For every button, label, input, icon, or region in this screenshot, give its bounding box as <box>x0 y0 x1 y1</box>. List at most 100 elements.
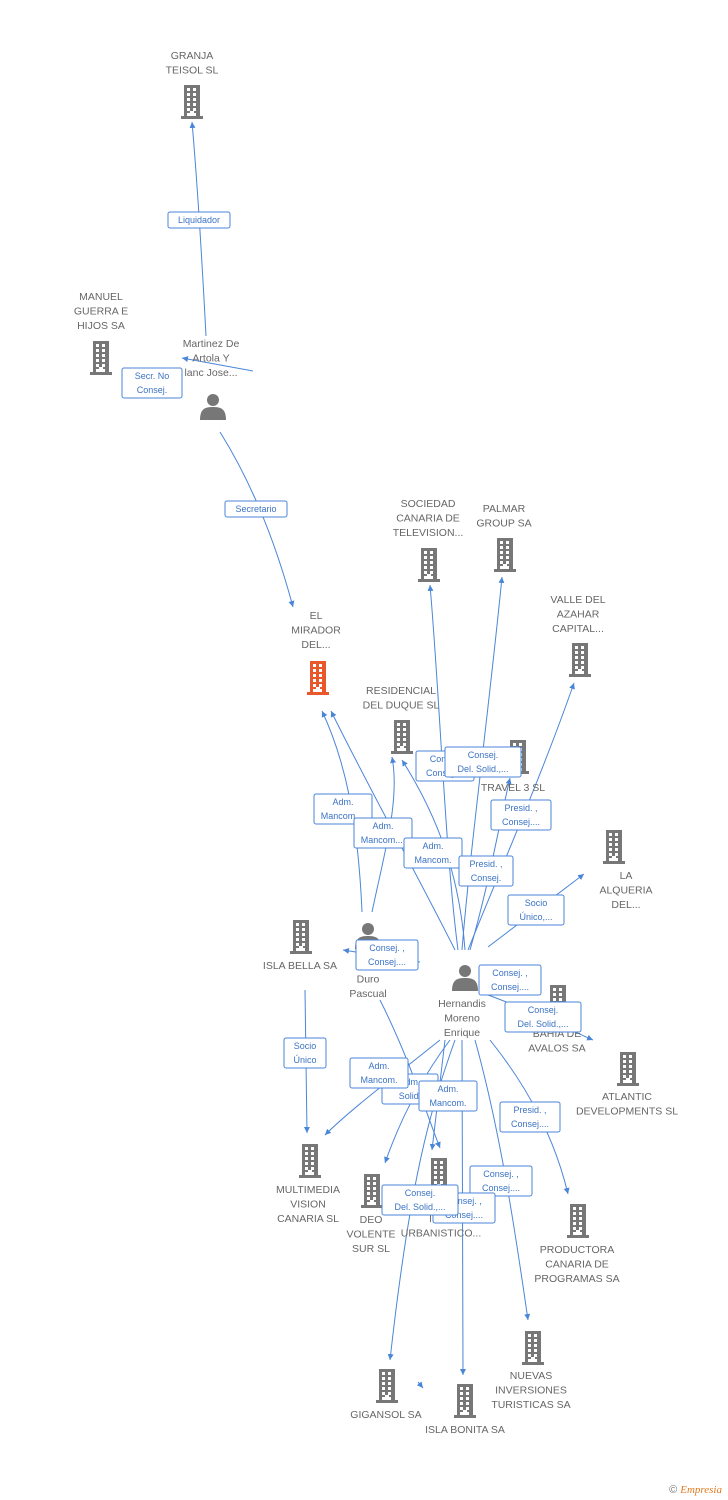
relation-r-adm-mancom-2[interactable]: Adm.Mancom.... <box>353 817 413 849</box>
relation-box[interactable] <box>355 939 419 971</box>
building-icon[interactable] <box>603 830 625 864</box>
relation-r-presid-valle[interactable]: Presid. ,Consej. <box>458 855 514 887</box>
node-label: TRAVEL 3 SL <box>481 782 545 794</box>
person-icon[interactable] <box>200 394 226 420</box>
building-icon[interactable] <box>494 538 516 572</box>
node-label: DEVELOPMENTS SL <box>576 1106 678 1118</box>
node-label: DEO <box>360 1214 383 1226</box>
relation-r-adm-mancom-5[interactable]: Adm.Mancom. <box>418 1080 478 1112</box>
building-icon[interactable] <box>290 920 312 954</box>
relation-r-presid-productora[interactable]: Presid. ,Consej.... <box>499 1101 561 1133</box>
relation-box[interactable] <box>490 799 552 831</box>
relation-label: Consej.... <box>511 1119 549 1129</box>
relation-box[interactable] <box>444 746 522 778</box>
building-icon[interactable] <box>90 341 112 375</box>
edge-line <box>219 431 295 608</box>
person-icon[interactable] <box>452 965 478 991</box>
relation-r-consej-del-gigansol[interactable]: Consej.Del. Solid.,... <box>381 1184 459 1216</box>
relation-box[interactable] <box>507 894 565 926</box>
node-label: TEISOL SL <box>166 65 219 77</box>
relation-box[interactable] <box>469 1165 533 1197</box>
node-label: VALLE DEL <box>550 594 605 606</box>
building-icon[interactable] <box>361 1174 383 1208</box>
node-label: AVALOS SA <box>528 1043 585 1055</box>
relation-label: Adm. <box>437 1084 458 1094</box>
node-valle[interactable]: VALLE DELAZAHARCAPITAL... <box>550 594 606 677</box>
relation-box[interactable] <box>283 1037 327 1069</box>
building-icon[interactable] <box>454 1384 476 1418</box>
node-label: Pascual <box>349 988 386 1000</box>
building-icon[interactable] <box>307 661 329 695</box>
node-palmar[interactable]: PALMAR GROUP SA <box>476 503 532 572</box>
node-mirador[interactable]: ELMIRADORDEL... <box>291 610 341 695</box>
node-label: CANARIA DE <box>545 1259 609 1271</box>
relation-box[interactable] <box>499 1101 561 1133</box>
node-label: PALMAR <box>483 503 526 515</box>
node-moduro[interactable]: MoDuroPascual <box>349 923 387 1000</box>
relation-r-adm-mancom-4[interactable]: Adm.Mancom. <box>349 1057 409 1089</box>
relation-r-adm-mancom-1[interactable]: Adm.Mancom.... <box>313 793 373 825</box>
relation-box[interactable] <box>121 367 183 399</box>
relation-box[interactable] <box>353 817 413 849</box>
relation-r-consej-del-bahia[interactable]: Consej.Del. Solid.,... <box>504 1001 582 1033</box>
relation-box[interactable] <box>458 855 514 887</box>
node-label: Duro <box>357 974 380 986</box>
node-islabella[interactable]: ISLA BELLA SA <box>263 920 337 972</box>
relation-box[interactable] <box>224 500 288 518</box>
relation-label: Adm. <box>372 821 393 831</box>
building-icon[interactable] <box>299 1144 321 1178</box>
relation-r-consej-inter[interactable]: Consej. ,Consej.... <box>469 1165 533 1197</box>
building-icon[interactable] <box>569 643 591 677</box>
relation-box[interactable] <box>313 793 373 825</box>
relation-label: Mancom. <box>414 855 451 865</box>
node-gigansol[interactable]: GIGANSOL SA <box>350 1369 422 1421</box>
node-atlantic[interactable]: ATLANTIC DEVELOPMENTS SL <box>576 1052 678 1118</box>
node-label: GROUP SA <box>476 518 531 530</box>
relation-r-consej-islabella[interactable]: Consej. ,Consej.... <box>355 939 419 971</box>
building-icon[interactable] <box>181 85 203 119</box>
relation-label: Socio <box>525 898 548 908</box>
brand-logo[interactable]: Empresia <box>680 1484 722 1496</box>
building-icon[interactable] <box>522 1331 544 1365</box>
node-label: PROGRAMAS SA <box>534 1273 619 1285</box>
relation-label: Único <box>293 1055 316 1065</box>
relation-box[interactable] <box>381 1184 459 1216</box>
relation-r-consej-bahia[interactable]: Consej. ,Consej.... <box>478 964 542 996</box>
node-islabonita[interactable]: ISLA BONITA SA <box>425 1384 505 1436</box>
relation-r-presid-travel[interactable]: Presid. ,Consej.... <box>490 799 552 831</box>
relation-box[interactable] <box>478 964 542 996</box>
relation-r-liquidador[interactable]: Liquidador <box>167 211 231 229</box>
relation-r-consej-del-travel[interactable]: Consej.Del. Solid.,... <box>444 746 522 778</box>
node-label: Moreno <box>444 1013 480 1025</box>
relation-box[interactable] <box>504 1001 582 1033</box>
building-icon[interactable] <box>376 1369 398 1403</box>
relation-box[interactable] <box>418 1080 478 1112</box>
relation-label: Consej.... <box>445 1210 483 1220</box>
relation-r-secretario[interactable]: Secretario <box>224 500 288 518</box>
relation-box[interactable] <box>167 211 231 229</box>
relation-label: Consej. <box>405 1188 436 1198</box>
relation-r-adm-mancom-3[interactable]: Adm.Mancom. <box>403 837 463 869</box>
relation-r-socio-alqueria[interactable]: SocioÚnico,... <box>507 894 565 926</box>
building-icon[interactable] <box>418 548 440 582</box>
node-label: LA <box>620 870 633 882</box>
node-label: ATLANTIC <box>602 1091 652 1103</box>
building-icon[interactable] <box>391 720 413 754</box>
node-alqueria[interactable]: LAALQUERIADEL... <box>599 830 653 911</box>
relation-box[interactable] <box>403 837 463 869</box>
building-icon[interactable] <box>617 1052 639 1086</box>
building-icon[interactable] <box>567 1204 589 1238</box>
relation-box[interactable] <box>349 1057 409 1089</box>
